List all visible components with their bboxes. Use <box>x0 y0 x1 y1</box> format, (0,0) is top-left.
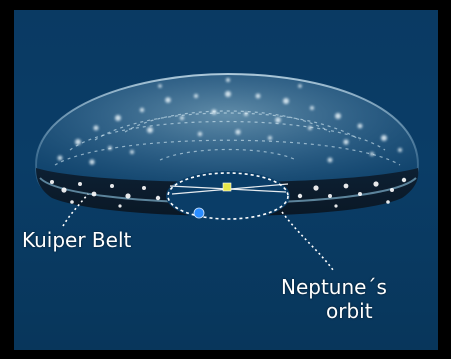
sun-icon <box>223 183 231 191</box>
neptune-orbit-label-line2: orbit <box>326 300 373 322</box>
neptune-icon <box>194 208 204 218</box>
neptune-pointer-line <box>282 212 333 270</box>
inner-hole <box>166 171 290 221</box>
neptune-orbit-label-line1: Neptune´s <box>281 276 387 298</box>
kuiper-belt-label: Kuiper Belt <box>22 229 131 251</box>
